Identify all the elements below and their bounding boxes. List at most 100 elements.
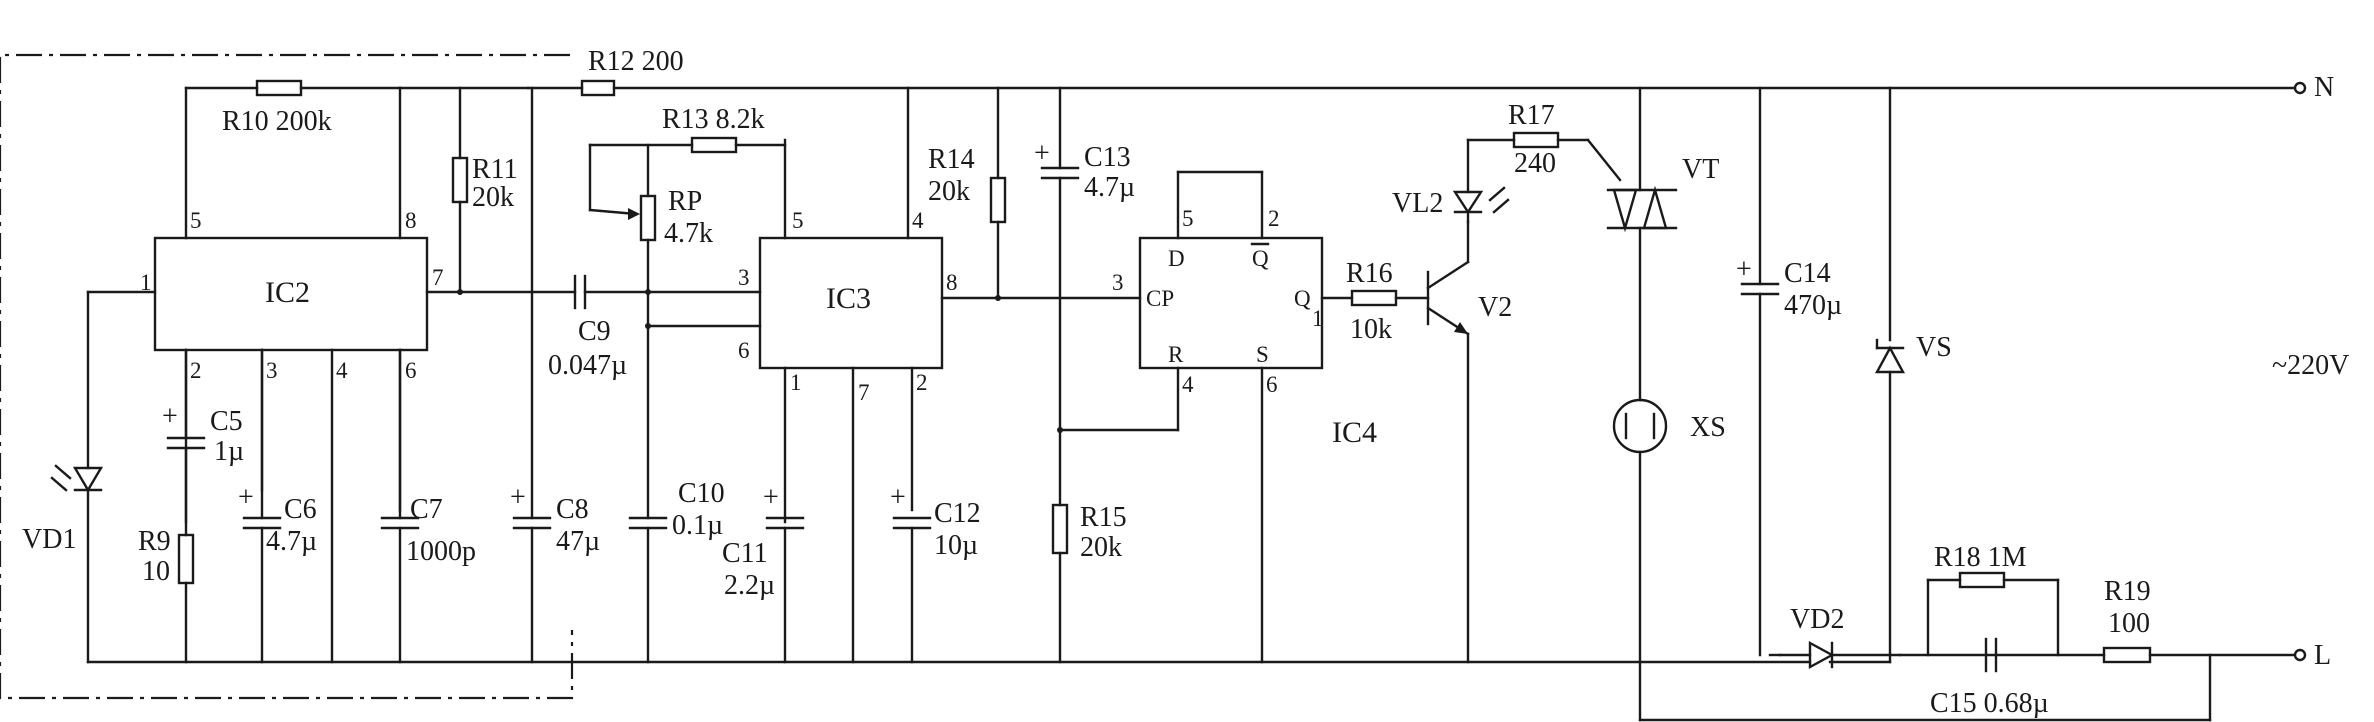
- diode-vd2: VD2: [1778, 604, 1902, 670]
- svg-text:+: +: [510, 482, 526, 513]
- capacitor-c12: + C12 10µ: [890, 482, 981, 664]
- svg-text:+: +: [1034, 138, 1050, 169]
- triac-vt: VT: [1606, 86, 1719, 402]
- svg-text:3: 3: [738, 265, 750, 290]
- ic2-label: IC2: [265, 276, 310, 309]
- svg-text:VS: VS: [1916, 332, 1952, 363]
- svg-text:V2: V2: [1478, 292, 1512, 323]
- svg-text:VL2: VL2: [1392, 188, 1443, 219]
- svg-text:R13 8.2k: R13 8.2k: [662, 104, 765, 135]
- svg-text:1000p: 1000p: [406, 536, 476, 567]
- svg-text:1: 1: [790, 370, 802, 395]
- svg-text:3: 3: [266, 358, 278, 383]
- svg-text:10k: 10k: [1350, 314, 1392, 345]
- l-rail: [1768, 648, 2307, 662]
- svg-text:470µ: 470µ: [1784, 290, 1842, 321]
- resistor-r9: R9 10: [138, 526, 195, 664]
- svg-text:1: 1: [1312, 306, 1324, 331]
- capacitor-c5: + C5 1µ: [162, 348, 244, 537]
- svg-text:2: 2: [1268, 206, 1280, 231]
- resistor-r19: R19 100: [2102, 576, 2152, 664]
- photodiode-vd1: VD1: [22, 290, 104, 664]
- svg-text:4.7µ: 4.7µ: [266, 526, 317, 557]
- capacitor-c9: C9 0.047µ: [548, 274, 762, 381]
- resistor-r11: R11 20k: [451, 86, 518, 295]
- svg-text:1µ: 1µ: [214, 436, 244, 467]
- svg-text:4.7k: 4.7k: [664, 218, 713, 249]
- socket-xs: XS: [1612, 398, 2212, 722]
- svg-text:20k: 20k: [1080, 532, 1122, 563]
- svg-text:R12 200: R12 200: [588, 46, 684, 77]
- svg-text:C5: C5: [210, 406, 243, 437]
- svg-text:7: 7: [858, 380, 870, 405]
- svg-text:5: 5: [792, 208, 804, 233]
- svg-text:D: D: [1168, 246, 1185, 271]
- svg-text:+: +: [890, 482, 906, 513]
- svg-text:R16: R16: [1346, 258, 1393, 289]
- svg-text:5: 5: [1182, 206, 1194, 231]
- svg-text:R18 1M: R18 1M: [1934, 542, 2027, 573]
- svg-text:7: 7: [432, 265, 444, 290]
- capacitor-c7: C7 1000p: [380, 348, 476, 664]
- svg-text:R10 200k: R10 200k: [222, 106, 332, 137]
- svg-text:20k: 20k: [472, 182, 514, 213]
- svg-text:4: 4: [336, 358, 348, 383]
- ic4-label: IC4: [1332, 416, 1377, 449]
- svg-text:C9: C9: [578, 316, 611, 347]
- svg-text:C13: C13: [1084, 142, 1131, 173]
- ic4-flipflop: D Q CP Q R S 5 2 3 1 4 6 IC4: [1112, 170, 1377, 664]
- capacitor-c10: C10 0.1µ: [628, 478, 725, 664]
- svg-text:20k: 20k: [928, 176, 970, 207]
- svg-text:6: 6: [738, 338, 750, 363]
- resistor-r15: R15 20k: [1051, 502, 1127, 664]
- svg-text:100: 100: [2108, 608, 2150, 639]
- svg-text:6: 6: [1266, 372, 1278, 397]
- svg-text:2.2µ: 2.2µ: [724, 570, 775, 601]
- led-vl2: VL2: [1392, 138, 1510, 224]
- svg-text:+: +: [1736, 254, 1752, 285]
- zener-vs: VS: [1874, 86, 1952, 664]
- svg-text:0.1µ: 0.1µ: [672, 510, 723, 541]
- svg-text:R17: R17: [1508, 100, 1555, 131]
- ic3-label: IC3: [826, 282, 871, 315]
- svg-text:R15: R15: [1080, 502, 1127, 533]
- svg-text:5: 5: [190, 208, 202, 233]
- svg-text:XS: XS: [1690, 412, 1726, 443]
- svg-text:2: 2: [916, 370, 928, 395]
- terminal-n-label: N: [2314, 72, 2334, 103]
- resistor-r17: R17 240: [1466, 100, 1622, 182]
- svg-text:+: +: [238, 482, 254, 513]
- resistor-r14: R14 20k: [928, 86, 1007, 301]
- svg-text:C6: C6: [284, 494, 317, 525]
- capacitor-c11: + C11 2.2µ: [722, 482, 805, 664]
- resistor-r18: R18 1M: [1926, 542, 2060, 657]
- resistor-r10: R10 200k: [184, 79, 530, 137]
- svg-text:VD2: VD2: [1790, 604, 1844, 635]
- svg-text:6: 6: [405, 358, 417, 383]
- svg-text:Q: Q: [1294, 286, 1311, 311]
- svg-text:10: 10: [142, 556, 170, 587]
- svg-text:8: 8: [405, 208, 417, 233]
- terminal-l-label: L: [2314, 640, 2331, 671]
- svg-text:R11: R11: [472, 154, 518, 185]
- svg-text:4: 4: [912, 208, 924, 233]
- svg-text:Q: Q: [1252, 246, 1269, 271]
- capacitor-c15: C15 0.68µ: [1930, 637, 2049, 719]
- svg-text:2: 2: [190, 358, 202, 383]
- capacitor-c6: + C6 4.7µ: [238, 348, 317, 664]
- svg-text:10µ: 10µ: [934, 530, 978, 561]
- svg-text:S: S: [1256, 342, 1269, 367]
- svg-text:4: 4: [1182, 372, 1194, 397]
- svg-text:0.047µ: 0.047µ: [548, 350, 627, 381]
- enclosure-boundary: [0, 53, 574, 700]
- svg-text:C14: C14: [1784, 258, 1831, 289]
- svg-text:R9: R9: [138, 526, 171, 557]
- n-rail: [526, 81, 2307, 95]
- potentiometer-rp: RP 4.7k: [588, 143, 713, 520]
- svg-text:R14: R14: [928, 144, 975, 175]
- svg-text:CP: CP: [1146, 286, 1174, 311]
- svg-text:VT: VT: [1682, 154, 1719, 185]
- ic3-chip: IC3 5 4 3 8 6 1 7 2: [738, 86, 1142, 664]
- supply-voltage-label: ~220V: [2272, 350, 2349, 381]
